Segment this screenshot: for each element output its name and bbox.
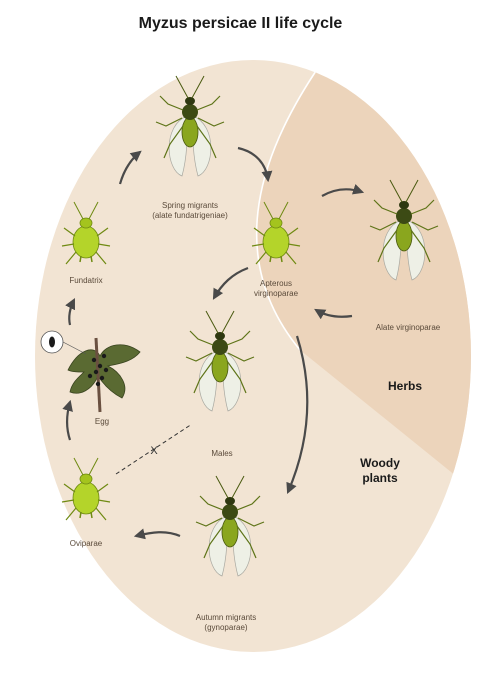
oviparae-label: Oviparae bbox=[70, 539, 103, 548]
males-label: Males bbox=[211, 449, 232, 458]
egg-detail-icon bbox=[40, 330, 87, 355]
spring-migrants-sublabel: (alate fundatrigeniae) bbox=[152, 211, 228, 220]
autumn-migrants-label: Autumn migrants bbox=[196, 613, 256, 622]
fundatrix-label: Fundatrix bbox=[69, 276, 102, 285]
apterous-label: Apterous bbox=[260, 279, 292, 288]
alate-virginoparae-label: Alate virginoparae bbox=[376, 323, 441, 332]
no-mating-mark: X bbox=[150, 445, 158, 457]
egg-on-twig-icon bbox=[67, 337, 141, 413]
no-mating-line bbox=[115, 423, 193, 475]
diagram-title: Myzus persicae II life cycle bbox=[138, 15, 343, 32]
apterous-sublabel: virginoparae bbox=[254, 289, 299, 298]
woody-zone-label: Woody bbox=[360, 456, 400, 470]
herbs-zone bbox=[256, 60, 471, 560]
herbs-zone-label: Herbs bbox=[388, 379, 422, 393]
spring-migrants-label: Spring migrants bbox=[162, 201, 218, 210]
woody-zone-sublabel: plants bbox=[362, 471, 398, 485]
cycle-arrows bbox=[62, 146, 365, 540]
autumn-migrants-sublabel: (gynoparae) bbox=[204, 623, 247, 632]
egg-label: Egg bbox=[95, 417, 109, 426]
